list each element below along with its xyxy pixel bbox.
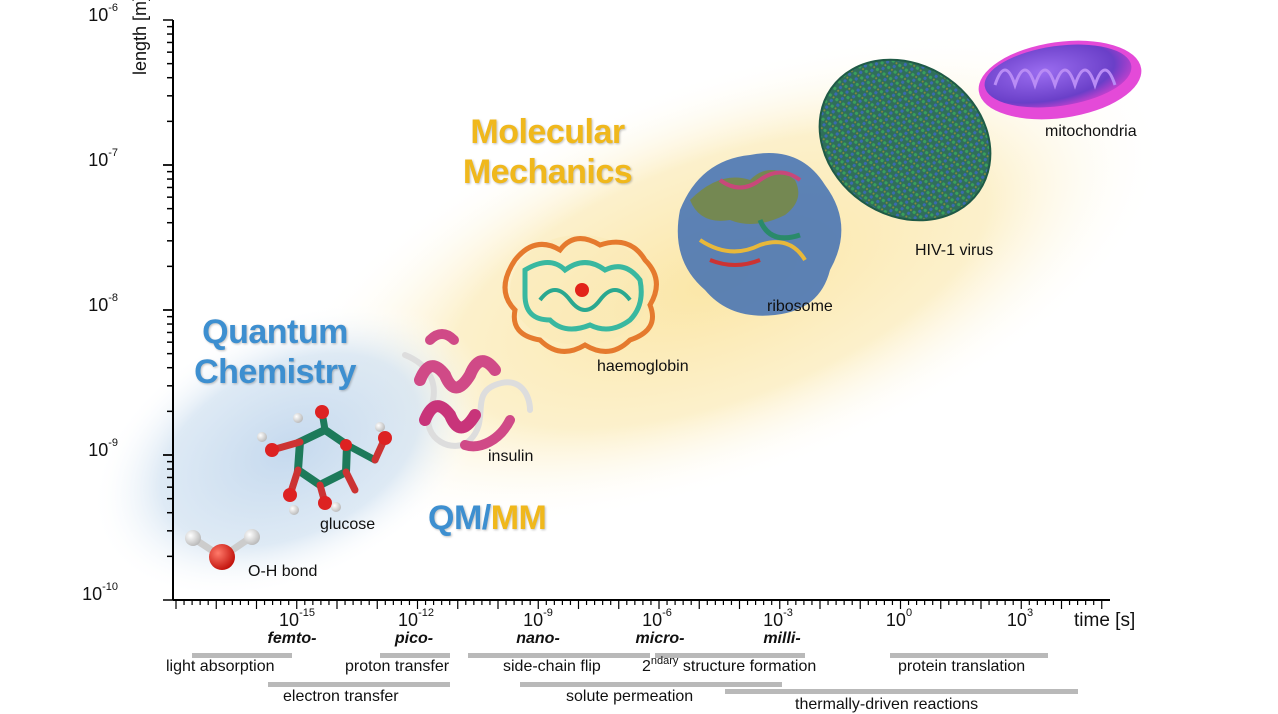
y-tick-label: 10-6	[88, 2, 118, 25]
thermally-driven-label: thermally-driven reactions	[795, 696, 979, 713]
qm-mm-title: QM/MM	[428, 499, 547, 537]
proton-transfer-bar	[380, 653, 450, 658]
quantum-chemistry-title: Quantum Chemistry	[194, 313, 356, 391]
light-absorption-bar	[192, 653, 292, 658]
ribosome-molecule	[677, 153, 842, 316]
light-absorption-label: light absorption	[166, 658, 275, 675]
protein-translation-label: protein translation	[898, 658, 1026, 675]
x-axis-title: time [s]	[1074, 610, 1136, 631]
x-tick-label: 10-3	[763, 607, 793, 630]
prefix-nano: nano-	[516, 630, 560, 647]
oh-bond-label: O-H bond	[248, 563, 318, 580]
x-tick-label: 103	[1006, 607, 1034, 630]
oh-bond-molecule	[185, 529, 260, 570]
prefix-micro: micro-	[635, 630, 685, 647]
y-tick-label: 10-7	[88, 147, 118, 170]
mitochondria-organelle	[978, 40, 1142, 120]
glucose-molecule	[257, 405, 392, 515]
electron-transfer-bar	[268, 682, 450, 687]
y-tick-label: 10-9	[88, 437, 118, 460]
haemoglobin-molecule	[502, 235, 659, 354]
hiv-virus-label: HIV-1 virus	[915, 242, 994, 259]
molecular-mechanics-title: Molecular Mechanics	[462, 113, 633, 191]
protein-translation-bar	[890, 653, 1048, 658]
y-tick-label: 10-10	[82, 581, 118, 604]
thermally-driven-bar	[725, 689, 1078, 694]
x-tick-label: 100	[885, 607, 913, 630]
hiv-virus-particle	[818, 58, 992, 222]
electron-transfer-label: electron transfer	[283, 688, 399, 705]
solute-permeation-bar	[520, 682, 782, 687]
x-tick-label: 10-9	[523, 607, 553, 630]
side-chain-flip-bar	[468, 653, 650, 658]
secondary-structure-bar	[655, 653, 805, 658]
secondary-structure-label: 2ndary structure formation	[642, 655, 817, 675]
prefix-pico: pico-	[394, 630, 434, 647]
haemoglobin-label: haemoglobin	[597, 358, 689, 375]
mitochondria-label: mitochondria	[1045, 123, 1137, 140]
y-axis-ticks	[163, 19, 173, 601]
prefix-milli: milli-	[763, 630, 801, 647]
side-chain-flip-label: side-chain flip	[503, 658, 601, 675]
qc-region	[91, 302, 489, 598]
ribosome-label: ribosome	[767, 298, 833, 315]
y-tick-label: 10-8	[88, 292, 118, 315]
proton-transfer-label: proton transfer	[345, 658, 450, 675]
y-axis-title: length [m]	[130, 0, 150, 75]
x-tick-label: 10-15	[279, 607, 315, 630]
prefix-femto: femto-	[267, 630, 317, 647]
x-axis-ticks	[175, 600, 1103, 609]
glucose-label: glucose	[320, 516, 376, 533]
x-tick-label: 10-6	[642, 607, 672, 630]
x-tick-label: 10-12	[398, 607, 434, 630]
insulin-molecule	[402, 329, 533, 452]
solute-permeation-label: solute permeation	[566, 688, 694, 705]
insulin-label: insulin	[488, 448, 534, 465]
